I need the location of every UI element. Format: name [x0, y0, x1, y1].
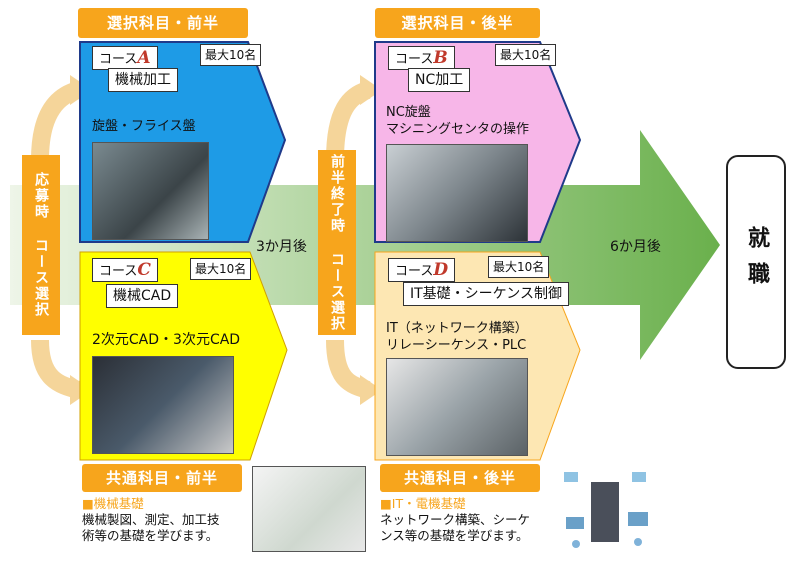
course-d-max: 最大10名: [488, 256, 550, 278]
common-second-title: ■IT・電機基礎: [380, 496, 466, 511]
course-b-desc2: マシニングセンタの操作: [386, 122, 530, 137]
course-b-tag: コースB: [388, 46, 455, 70]
elective-second-header: 選択科目・後半: [375, 8, 540, 38]
employment-box: 就職: [726, 155, 786, 369]
common-first-photo: [252, 466, 366, 552]
three-months-label: 3か月後: [256, 239, 307, 255]
course-d-desc2: リレーシーケンス・PLC: [386, 338, 527, 353]
common-second-header: 共通科目・後半: [380, 464, 540, 492]
midterm-course-select-label: 前半終了時 コース選択: [318, 150, 356, 335]
common-second-line2: ンス等の基礎を学びます。: [380, 528, 529, 543]
course-c-photo: [92, 356, 234, 454]
course-a-photo: [92, 142, 209, 240]
course-a-title: 機械加工: [108, 68, 178, 92]
course-b-desc1: NC旋盤: [386, 105, 431, 120]
common-second-line1: ネットワーク構築、シーケ: [380, 512, 531, 527]
course-c-desc: 2次元CAD・3次元CAD: [92, 332, 241, 348]
course-b-max: 最大10名: [495, 44, 557, 66]
course-a-max: 最大10名: [200, 44, 262, 66]
course-d-title: IT基礎・シーケンス制御: [403, 282, 569, 306]
six-months-label: 6か月後: [610, 239, 661, 255]
common-first-title: ■機械基礎: [82, 496, 144, 511]
common-first-text: ■機械基礎 機械製図、測定、加工技 術等の基礎を学びます。: [82, 496, 220, 544]
course-c-title: 機械CAD: [106, 284, 179, 308]
course-c-tag: コースC: [92, 258, 158, 282]
course-a-tag: コースA: [92, 46, 158, 70]
common-first-line2: 術等の基礎を学びます。: [82, 528, 219, 543]
employment-label: 就職: [744, 226, 769, 298]
course-b-title: NC加工: [408, 68, 471, 92]
common-second-text: ■IT・電機基礎 ネットワーク構築、シーケ ンス等の基礎を学びます。: [380, 496, 530, 544]
application-course-select-label: 応募時 コース選択: [22, 155, 60, 335]
elective-first-header: 選択科目・前半: [78, 8, 248, 38]
common-first-header: 共通科目・前半: [82, 464, 242, 492]
common-first-line1: 機械製図、測定、加工技: [82, 512, 220, 527]
course-d-tag: コースD: [388, 258, 456, 282]
course-b-photo: [386, 144, 528, 242]
course-c-max: 最大10名: [190, 258, 252, 280]
network-illustration: [564, 472, 648, 548]
course-d-desc1: IT（ネットワーク構築）: [386, 321, 528, 336]
course-d-photo: [386, 358, 528, 456]
course-a-desc: 旋盤・フライス盤: [92, 119, 196, 134]
